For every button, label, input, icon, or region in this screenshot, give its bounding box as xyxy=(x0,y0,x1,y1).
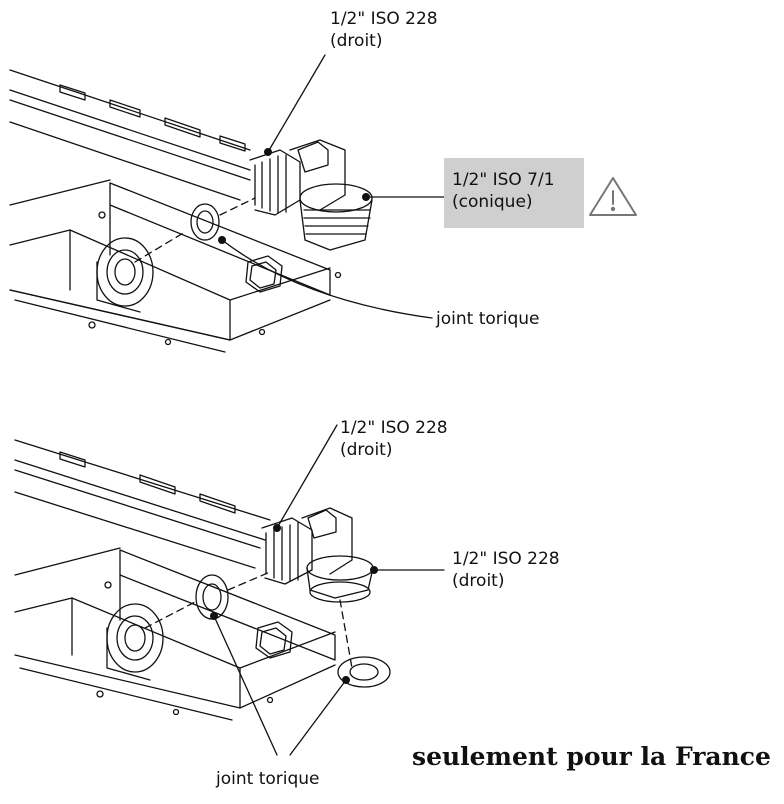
top-fitting-label-line2: (droit) xyxy=(330,31,383,51)
leader-dots xyxy=(210,148,378,684)
bottom-outlet-label-line2: (droit) xyxy=(452,571,505,591)
bottom-outlet-label-line1: 1/2" ISO 228 xyxy=(452,549,560,569)
tapered-thread-callout: 1/2" ISO 7/1 (conique) xyxy=(444,158,584,228)
top-radiator-assembly xyxy=(9,54,445,353)
france-only-note: seulement pour la France xyxy=(412,742,771,771)
top-fitting-label: 1/2" ISO 228 (droit) xyxy=(330,8,438,52)
bottom-fitting-label-line2: (droit) xyxy=(340,440,393,460)
bottom-radiator-assembly xyxy=(14,424,445,756)
bottom-fitting-label-line1: 1/2" ISO 228 xyxy=(340,418,448,438)
warning-triangle-icon xyxy=(589,177,637,216)
bottom-fitting-label: 1/2" ISO 228 (droit) xyxy=(340,417,448,461)
top-seal-label: joint torique xyxy=(436,309,540,329)
top-fitting-label-line1: 1/2" ISO 228 xyxy=(330,9,438,29)
tapered-label-line2: (conique) xyxy=(452,192,533,212)
bottom-seal-label: joint torique xyxy=(216,769,320,789)
bottom-outlet-label: 1/2" ISO 228 (droit) xyxy=(452,548,560,592)
tapered-label-line1: 1/2" ISO 7/1 xyxy=(452,170,555,190)
